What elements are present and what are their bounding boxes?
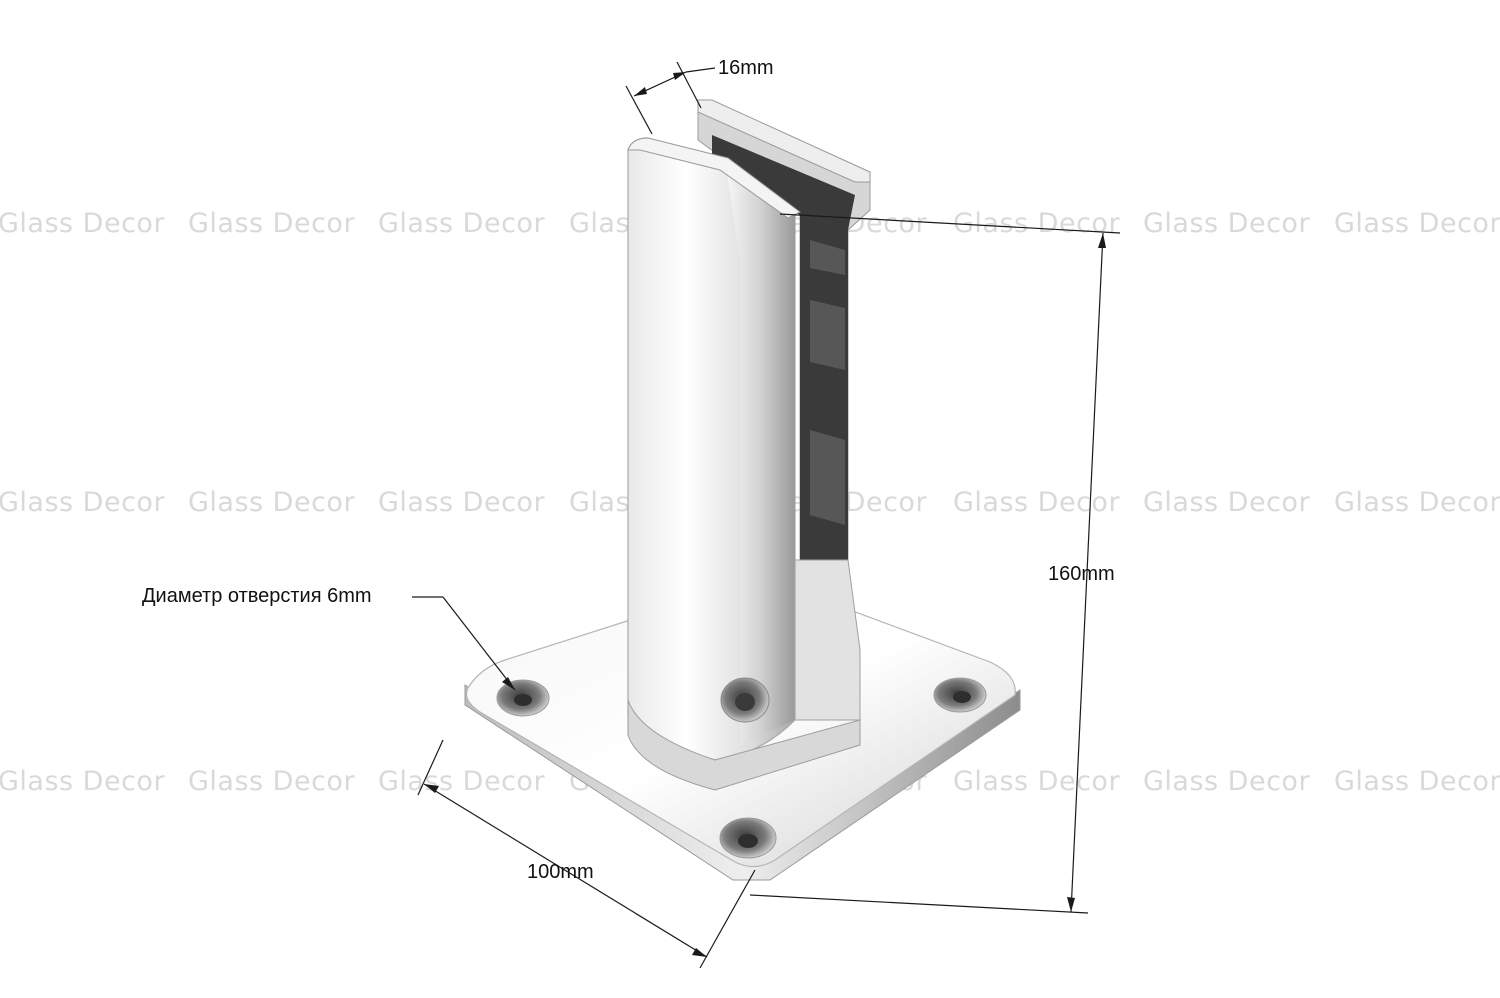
watermark-text: Glass Decor — [1143, 487, 1310, 518]
watermark-text: Glass Decor — [1334, 487, 1500, 518]
watermark-text: Glass Decor — [0, 487, 165, 518]
dim-hole-label: Диаметр отверстия 6mm — [142, 585, 372, 607]
watermark-text: Glass Decor — [0, 208, 165, 239]
watermark-text: Glass Decor — [1143, 208, 1310, 239]
watermark-text: Glass Decor — [953, 766, 1120, 797]
dim-gap-label: 16mm — [718, 57, 774, 79]
watermark-text: Glass Decor — [378, 208, 545, 239]
watermark-text: Glass Decor — [953, 208, 1120, 239]
watermark-text: Glass Decor — [1143, 766, 1310, 797]
dim-base-label: 100mm — [527, 861, 594, 883]
post-body — [627, 99, 871, 791]
watermark-text: Glass Decor — [188, 208, 355, 239]
dim-height-label: 160mm — [1048, 563, 1115, 585]
watermark-text: Glass Decor — [378, 766, 545, 797]
watermark-text: Glass Decor — [188, 766, 355, 797]
watermark-text: Glass Decor — [188, 487, 355, 518]
watermark-text: Glass Decor — [1334, 208, 1500, 239]
watermark-text: Glass Decor — [953, 487, 1120, 518]
watermark-text: Glass Decor — [1334, 766, 1500, 797]
watermark-text: Glass Decor — [0, 766, 165, 797]
dimension-annotations: 16mm 160mm 100mm Диаметр отверстия 6mm — [142, 57, 1121, 969]
watermark-text: Glass Decor — [378, 487, 545, 518]
